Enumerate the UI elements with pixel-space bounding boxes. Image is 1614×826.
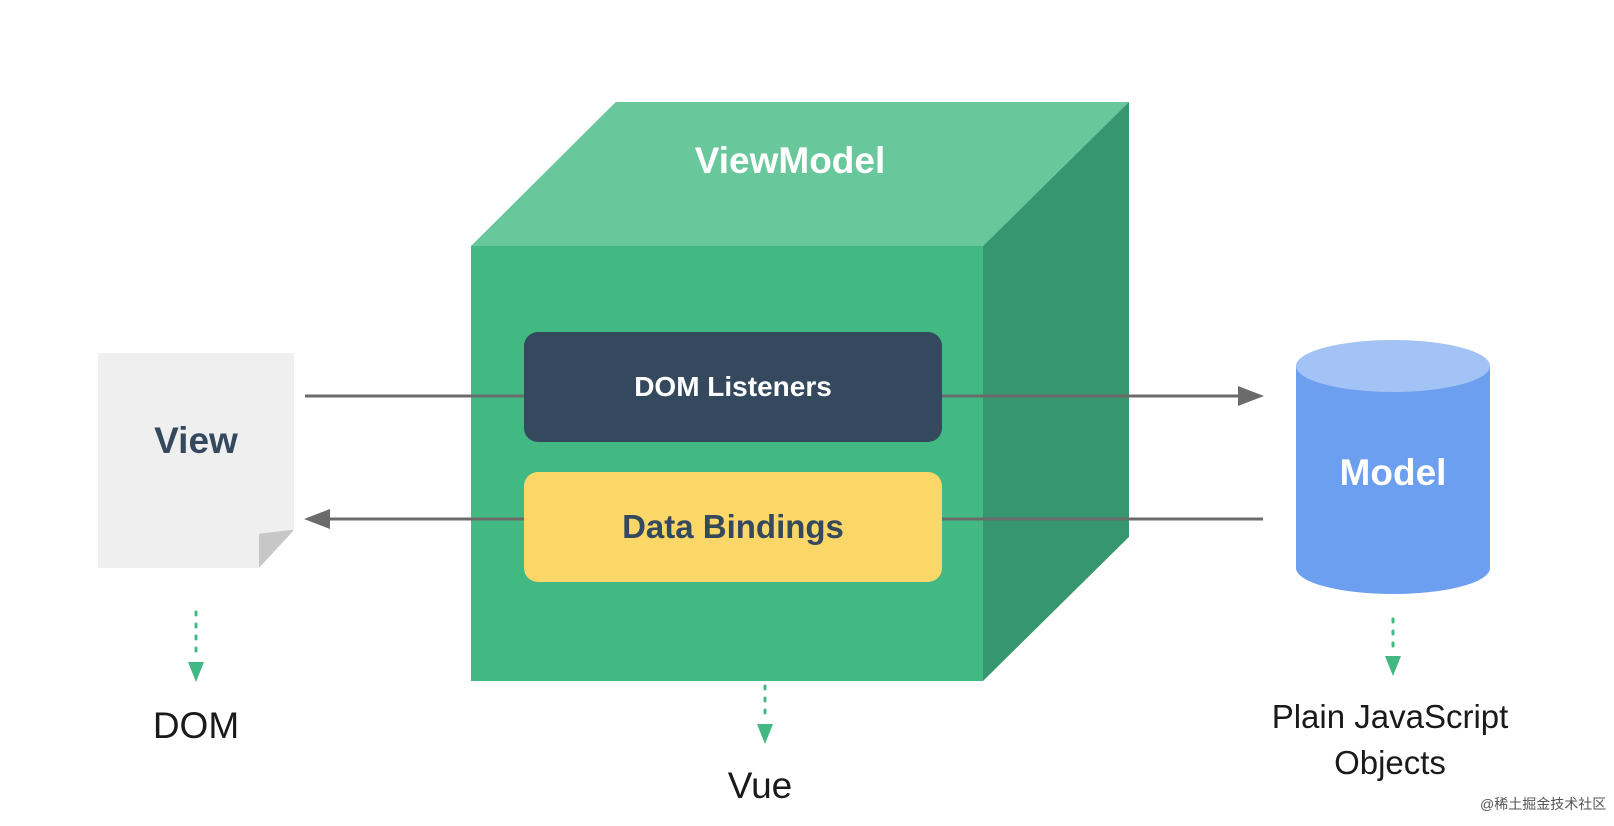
- dom-listeners-label: DOM Listeners: [634, 371, 832, 402]
- vue-caption: Vue: [727, 765, 793, 806]
- dom-caption: DOM: [152, 705, 240, 746]
- database-cylinder-icon: [1296, 366, 1490, 568]
- view-label: View: [154, 420, 238, 461]
- data-bindings-label: Data Bindings: [622, 508, 844, 545]
- model-label: Model: [1339, 452, 1447, 493]
- model-caption: Plain JavaScript Objects: [1240, 694, 1540, 786]
- view-document-icon: [98, 353, 294, 568]
- down-arrowhead-icon: [757, 724, 773, 744]
- viewmodel-label: ViewModel: [694, 140, 886, 181]
- down-arrowhead-icon: [188, 662, 204, 682]
- model-caption-line1: Plain JavaScript: [1271, 698, 1509, 735]
- data-bindings-box: Data Bindings: [524, 472, 942, 582]
- dom-listeners-box: DOM Listeners: [524, 332, 942, 442]
- watermark: @稀土掘金技术社区: [1480, 796, 1607, 812]
- down-arrowhead-icon: [1385, 656, 1401, 676]
- cube-front-face: [471, 246, 983, 681]
- arrowhead-left-icon: [304, 509, 330, 529]
- cylinder-top: [1296, 340, 1490, 392]
- model-caption-line2: Objects: [1334, 744, 1446, 781]
- arrowhead-right-icon: [1238, 386, 1264, 406]
